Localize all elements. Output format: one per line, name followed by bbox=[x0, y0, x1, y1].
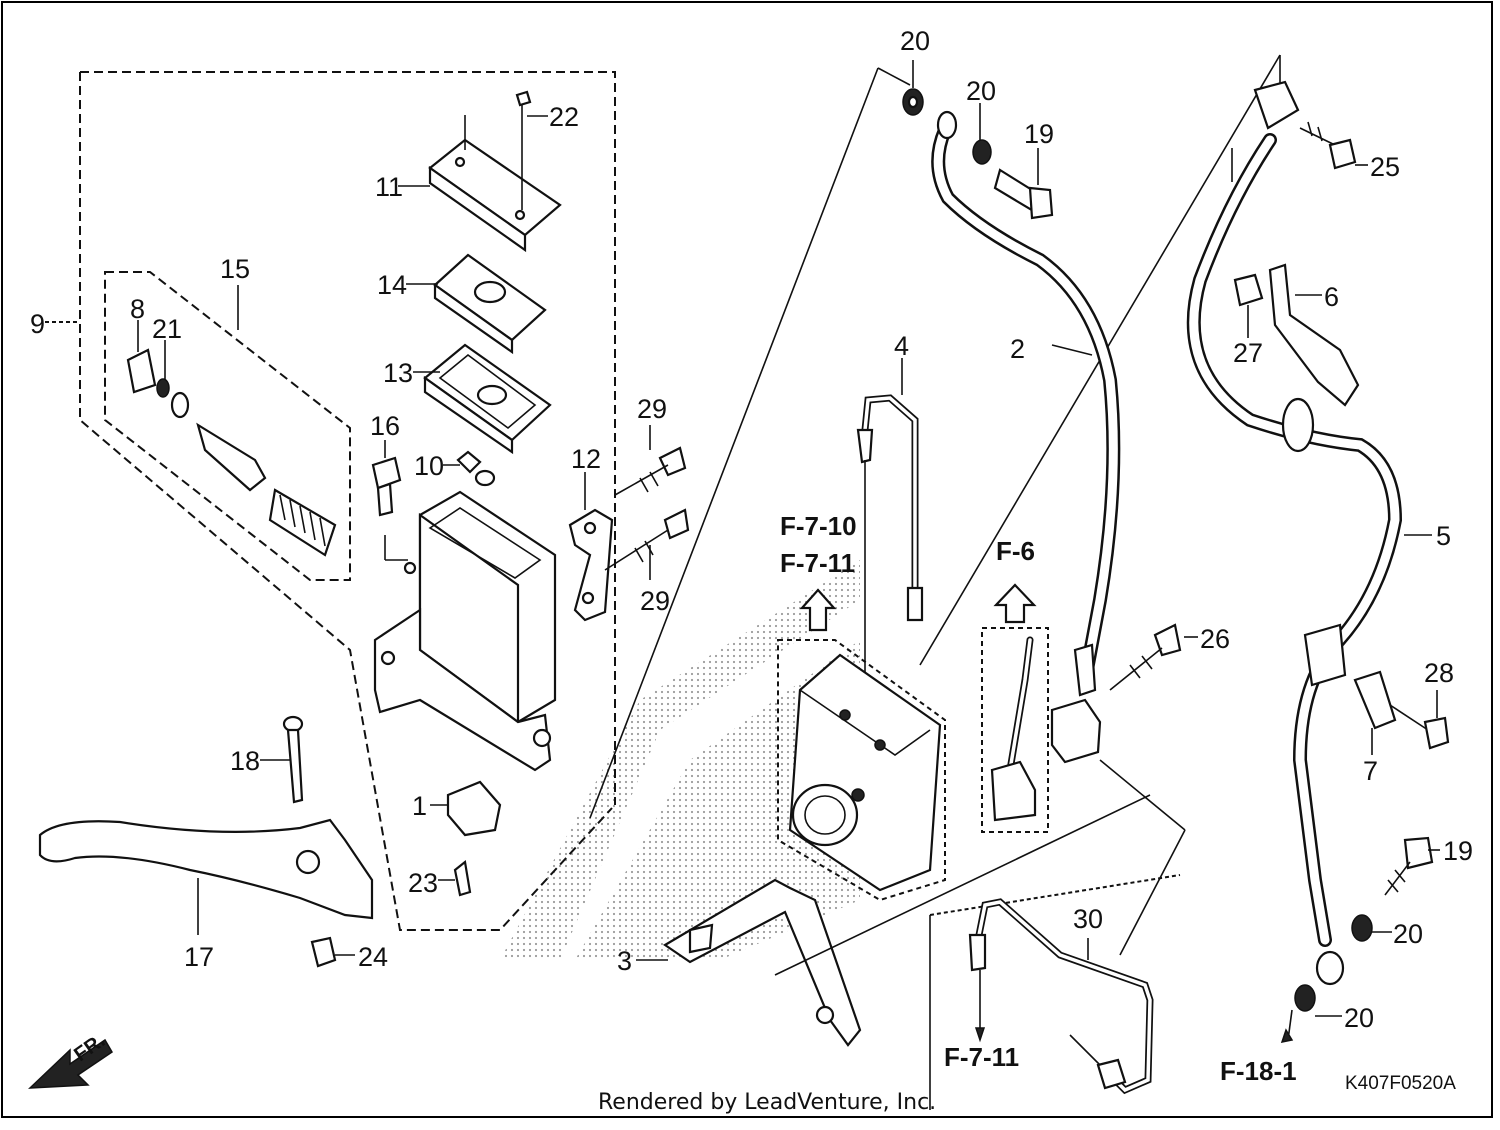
callout-9: 9 bbox=[30, 309, 45, 339]
ref-f7-11-top: F-7-11 bbox=[780, 548, 855, 578]
holder-bolts bbox=[604, 446, 690, 571]
holder-clamp bbox=[568, 508, 614, 622]
callout-5: 5 bbox=[1436, 521, 1451, 551]
callout-13: 13 bbox=[383, 358, 413, 388]
callout-1: 1 bbox=[412, 791, 427, 821]
brake-lever bbox=[38, 818, 374, 935]
callout-8: 8 bbox=[130, 294, 145, 324]
callout-17: 17 bbox=[184, 942, 214, 972]
reservoir-plate bbox=[433, 253, 547, 355]
front-direction-arrow: FR. bbox=[28, 1030, 114, 1089]
callout-21: 21 bbox=[152, 314, 182, 344]
caliper-hose-box bbox=[981, 627, 1049, 833]
callout-26: 26 bbox=[1200, 624, 1230, 654]
callout-28: 28 bbox=[1424, 658, 1454, 688]
callout-25: 25 bbox=[1370, 152, 1400, 182]
callout-30: 30 bbox=[1073, 904, 1103, 934]
abs-modulator bbox=[777, 639, 946, 902]
pivot-bolt bbox=[282, 715, 304, 804]
diaphragm bbox=[423, 343, 552, 455]
callout-7: 7 bbox=[1363, 756, 1378, 786]
up-arrow-f6 bbox=[993, 583, 1037, 624]
brake-pipe-30 bbox=[968, 898, 1154, 1095]
upper-washers-and-bolt bbox=[902, 88, 1054, 220]
callout-20-bottom: 20 bbox=[1344, 1003, 1374, 1033]
callout-14: 14 bbox=[377, 270, 407, 300]
callout-20-third: 20 bbox=[1393, 919, 1423, 949]
hose-clamp-7 bbox=[1353, 670, 1450, 755]
callout-3: 3 bbox=[617, 946, 632, 976]
float bbox=[456, 450, 496, 487]
piston-kit-outline bbox=[104, 271, 351, 581]
honda-watermark bbox=[500, 560, 860, 960]
callout-20-top: 20 bbox=[900, 26, 930, 56]
piston-parts bbox=[126, 348, 337, 557]
callout-2: 2 bbox=[1010, 334, 1025, 364]
ref-f6: F-6 bbox=[996, 536, 1035, 566]
callout-29-lower: 29 bbox=[640, 586, 670, 616]
ref-f18-1: F-18-1 bbox=[1220, 1056, 1297, 1086]
callout-27: 27 bbox=[1233, 338, 1263, 368]
reference-arrows bbox=[974, 1027, 1294, 1043]
leader-lines bbox=[137, 60, 1440, 1017]
pivot-nut bbox=[310, 936, 337, 968]
callout-20-second: 20 bbox=[966, 76, 996, 106]
master-cylinder-assembly-outline bbox=[45, 71, 616, 931]
reference-labels: F-7-10 F-7-11 F-6 F-7-11 F-18-1 bbox=[780, 511, 1297, 1086]
callout-10: 10 bbox=[414, 451, 444, 481]
master-cylinder-body bbox=[373, 490, 557, 772]
callout-19-upper: 19 bbox=[1024, 119, 1054, 149]
callout-29-upper: 29 bbox=[637, 394, 667, 424]
callout-12: 12 bbox=[571, 444, 601, 474]
callout-24: 24 bbox=[358, 942, 388, 972]
brake-light-switch bbox=[446, 780, 502, 897]
joint-bolt bbox=[1109, 623, 1182, 691]
callout-6: 6 bbox=[1324, 282, 1339, 312]
lower-connector-lines bbox=[774, 759, 1186, 1110]
callout-23: 23 bbox=[408, 868, 438, 898]
pipe-bracket bbox=[636, 878, 862, 1047]
reservoir-cap bbox=[428, 138, 562, 253]
callout-labels: 1 2 3 4 5 6 7 8 9 10 11 12 13 14 15 16 1… bbox=[30, 26, 1473, 1033]
callout-19-lower: 19 bbox=[1443, 836, 1473, 866]
diagram-code: K407F0520A bbox=[1345, 1073, 1456, 1094]
callout-16: 16 bbox=[370, 411, 400, 441]
lower-bolt-and-washers bbox=[1287, 836, 1434, 1041]
ref-f7-10: F-7-10 bbox=[780, 511, 857, 541]
callout-4: 4 bbox=[894, 331, 909, 361]
up-arrow-f7 bbox=[799, 588, 837, 632]
brake-pipe-4 bbox=[856, 358, 924, 680]
three-way-joint bbox=[1050, 643, 1102, 764]
brake-hose-2 bbox=[931, 110, 1121, 687]
callout-22: 22 bbox=[549, 102, 579, 132]
hose-clamp-6 bbox=[1233, 263, 1360, 407]
callout-11: 11 bbox=[375, 172, 403, 202]
brake-hose-5 bbox=[1186, 80, 1403, 986]
upper-joint-bolt bbox=[1299, 121, 1357, 170]
ref-f7-11-bottom: F-7-11 bbox=[944, 1042, 1019, 1072]
callout-15: 15 bbox=[220, 254, 250, 284]
reservoir-bolt bbox=[371, 456, 402, 517]
callout-18: 18 bbox=[230, 746, 260, 776]
cap-screw bbox=[464, 90, 532, 210]
rendered-by-credit: Rendered by LeadVenture, Inc. bbox=[598, 1090, 937, 1115]
